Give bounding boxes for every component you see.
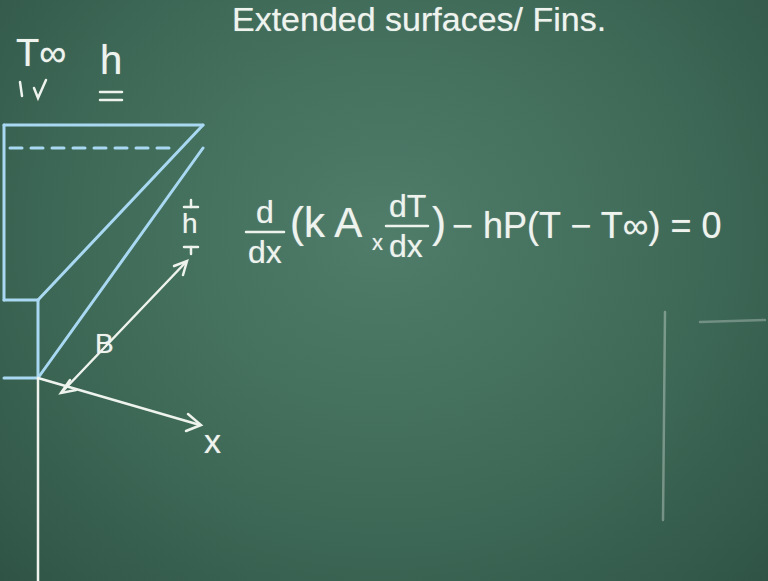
equation-term: ) <box>432 202 446 244</box>
board-heading: Extended surfaces/ Fins. <box>232 2 606 36</box>
chalk-marks <box>20 80 765 581</box>
fin-sketch <box>4 125 203 378</box>
equation-term: − hP(T − T∞) = 0 <box>452 208 721 244</box>
equation-subscript: x <box>372 232 383 254</box>
ambient-temperature: T∞ <box>16 34 66 72</box>
equation-term: dx <box>389 230 423 262</box>
equation-term: dx <box>248 236 282 268</box>
equation-term: dT <box>389 190 426 222</box>
fin-thickness: h <box>182 210 198 238</box>
equation-term: d <box>256 196 274 228</box>
equation-term: (k A <box>290 202 362 244</box>
heat-coefficient: h <box>100 40 122 80</box>
fin-width: B <box>95 330 114 358</box>
axis-label: x <box>204 424 221 458</box>
